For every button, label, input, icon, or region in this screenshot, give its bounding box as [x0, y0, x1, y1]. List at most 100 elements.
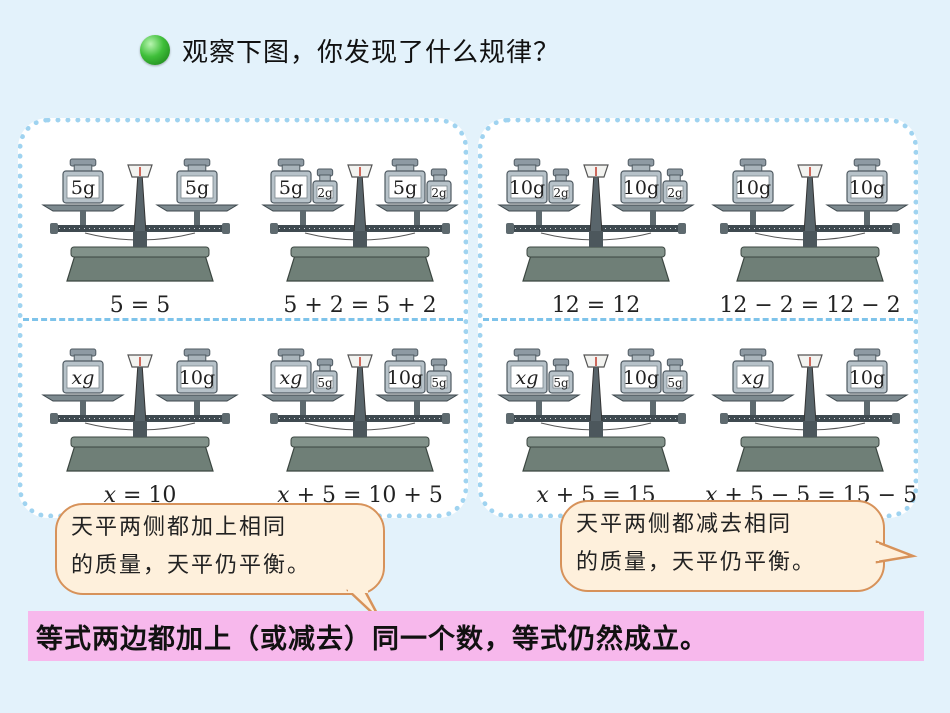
pan [611, 204, 695, 212]
pan [155, 394, 239, 402]
balance-scale-icon: xg 10g [711, 348, 909, 472]
pan [497, 204, 581, 212]
weight-label: 5g [279, 177, 303, 199]
weight-icon: xg [506, 348, 548, 394]
speech-bubble-add: 天平两侧都加上相同 的质量，天平仍平衡。 [55, 503, 385, 622]
conclusion-banner: 等式两边都加上（或减去）同一个数，等式仍然成立。 [28, 611, 924, 661]
weight-icon: 5g [312, 358, 338, 394]
weight-label: xg [280, 367, 303, 389]
weight-label: 2g [431, 186, 447, 200]
weight-icon: 10g [620, 158, 662, 204]
pan [611, 394, 695, 402]
balance-scale-icon: xg 5g 10g 5g [261, 348, 459, 472]
scale-cell: 5g 5g 5 = 5 [35, 143, 245, 333]
balance-scale-icon: 5g 5g [41, 158, 239, 282]
weight-icon: 10g [506, 158, 548, 204]
scale-pillar [803, 172, 817, 234]
weight-icon: 2g [662, 168, 688, 204]
weight-label: 10g [623, 367, 659, 389]
weight-label: 10g [509, 177, 545, 199]
equation: 12 − 2 = 12 − 2 [719, 293, 901, 318]
balance-scale-icon: 5g 2g 5g 2g [261, 158, 459, 282]
weight-icon: 10g [846, 348, 888, 394]
pan [375, 394, 459, 402]
page-title: 观察下图，你发现了什么规律？ [182, 37, 561, 68]
pan [711, 394, 795, 402]
bubble-tail-icon [873, 540, 918, 564]
pan [497, 394, 581, 402]
weight-label: xg [72, 367, 95, 389]
panel-divider [483, 318, 913, 321]
weight-label: 2g [317, 186, 333, 200]
conclusion-text: 等式两边都加上（或减去）同一个数，等式仍然成立。 [36, 623, 708, 655]
scale-pillar [353, 172, 367, 234]
weight-icon: 5g [176, 158, 218, 204]
weight-icon: 2g [548, 168, 574, 204]
equation: 5 = 5 [109, 293, 171, 318]
bubble-line: 天平两侧都减去相同 [576, 512, 793, 537]
bubble-line: 的质量，天平仍平衡。 [576, 550, 817, 575]
speech-bubble-subtract: 天平两侧都减去相同 的质量，天平仍平衡。 [560, 500, 918, 592]
weight-icon: 10g [384, 348, 426, 394]
scale-pillar [589, 172, 603, 234]
weight-icon: 5g [548, 358, 574, 394]
weight-icon: 5g [384, 158, 426, 204]
weight-label: xg [516, 367, 539, 389]
scale-cell: 5g 2g 5g 2g 5 + 2 = 5 + 2 [255, 143, 465, 333]
equation: 12 = 12 [551, 293, 641, 318]
balance-scale-icon: 10g 2g 10g 2g [497, 158, 695, 282]
right-panel: 10g 2g 10g 2g 12 = 12 10g 10g 12 − 2 = 12 − … [478, 118, 918, 518]
green-dot-icon [140, 35, 170, 65]
weight-icon: 10g [620, 348, 662, 394]
pan [41, 394, 125, 402]
pan [711, 204, 795, 212]
weight-icon: 5g [62, 158, 104, 204]
weight-label: 2g [667, 186, 683, 200]
weight-icon: 10g [846, 158, 888, 204]
pan [375, 204, 459, 212]
weight-icon: 5g [426, 358, 452, 394]
heading: 观察下图，你发现了什么规律？ [140, 28, 560, 72]
weight-label: 10g [387, 367, 423, 389]
weight-label: 5g [553, 376, 569, 390]
bubble-line: 天平两侧都加上相同 [71, 515, 288, 540]
scale-pillar [133, 172, 147, 234]
weight-label: 5g [393, 177, 417, 199]
weight-label: 5g [667, 376, 683, 390]
equation: 5 + 2 = 5 + 2 [283, 293, 437, 318]
weight-label: 10g [735, 177, 771, 199]
weight-label: 10g [623, 177, 659, 199]
weight-label: 10g [179, 367, 215, 389]
balance-scale-icon: 10g 10g [711, 158, 909, 282]
weight-label: 5g [185, 177, 209, 199]
pan [41, 204, 125, 212]
weight-label: 5g [71, 177, 95, 199]
pan [261, 204, 345, 212]
weight-label: 2g [553, 186, 569, 200]
pan [825, 394, 909, 402]
scale-cell: 10g 2g 10g 2g 12 = 12 [491, 143, 701, 333]
weight-icon: xg [732, 348, 774, 394]
weight-icon: xg [270, 348, 312, 394]
bubble-line: 的质量，天平仍平衡。 [71, 553, 312, 578]
weight-icon: 2g [426, 168, 452, 204]
weight-icon: xg [62, 348, 104, 394]
balance-scale-icon: xg 10g [41, 348, 239, 472]
weight-icon: 5g [662, 358, 688, 394]
scale-pillar [353, 362, 367, 424]
balance-scale-icon: xg 5g 10g 5g [497, 348, 695, 472]
weight-icon: 10g [732, 158, 774, 204]
scale-pillar [803, 362, 817, 424]
weight-label: 10g [849, 367, 885, 389]
weight-label: 5g [317, 376, 333, 390]
weight-icon: 5g [270, 158, 312, 204]
pan [825, 204, 909, 212]
weight-icon: 10g [176, 348, 218, 394]
pan [261, 394, 345, 402]
weight-icon: 2g [312, 168, 338, 204]
weight-label: 5g [431, 376, 447, 390]
